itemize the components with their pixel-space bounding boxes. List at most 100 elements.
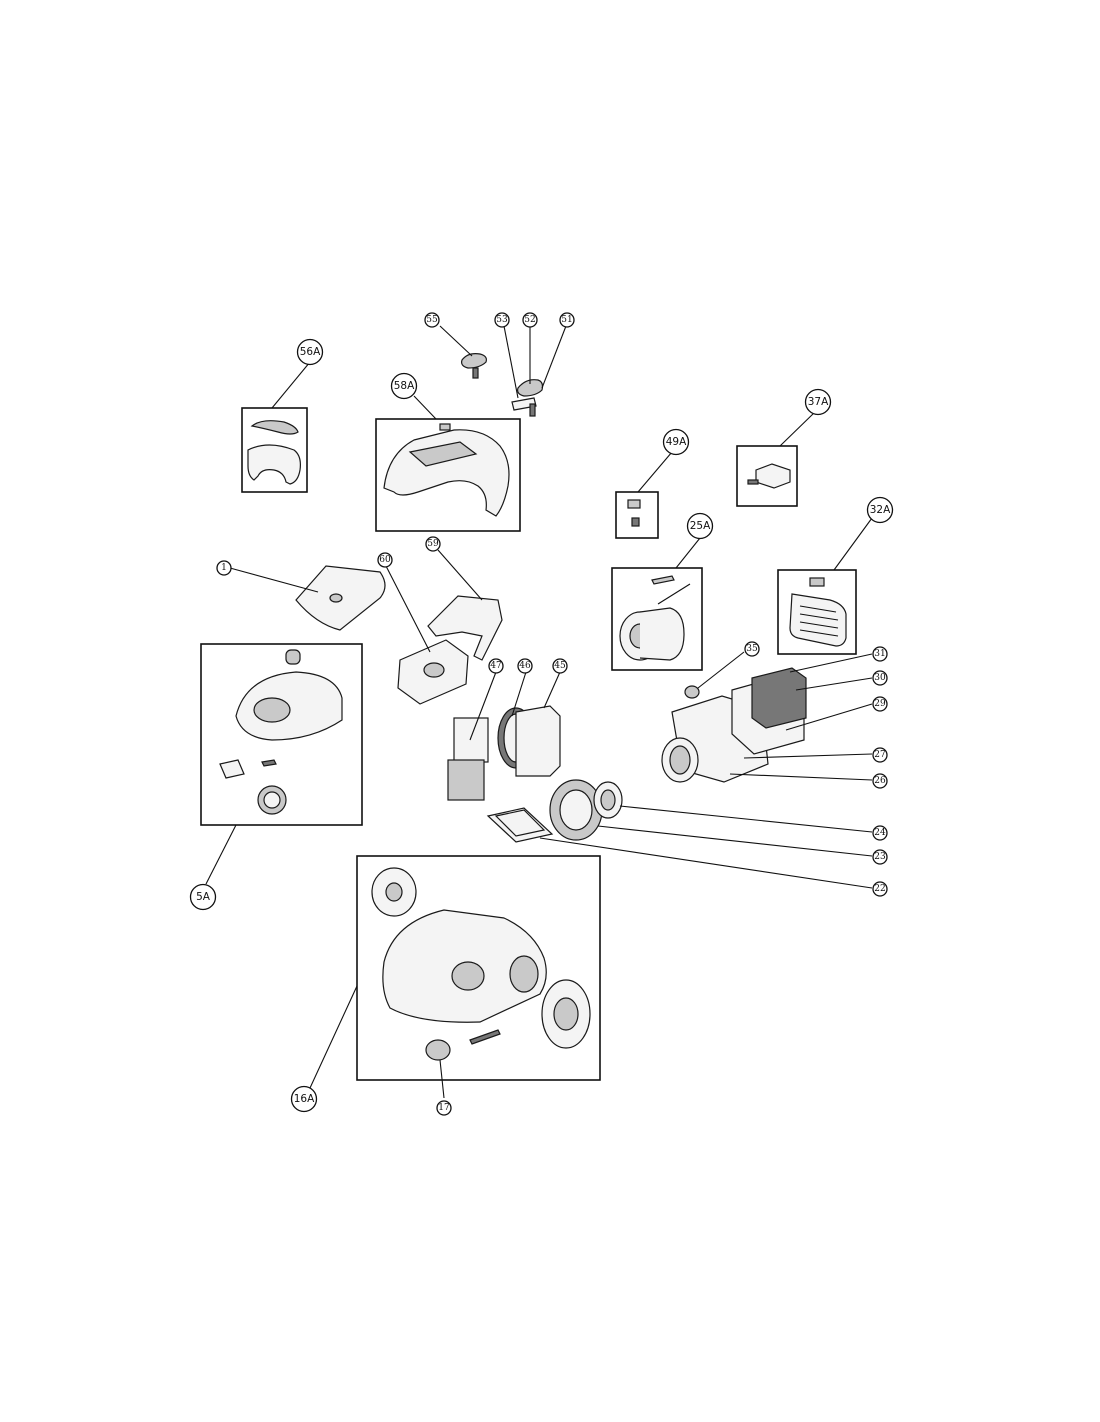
callout-circle xyxy=(552,658,568,674)
assembly-25A xyxy=(611,537,703,671)
spring-53-part xyxy=(529,403,536,417)
callout-24: 24 xyxy=(872,825,888,841)
assembly-37A xyxy=(736,411,816,507)
callout-circle xyxy=(377,552,393,568)
callout-60: 60 xyxy=(377,552,393,568)
button-52-part xyxy=(517,379,544,397)
leader-line-59 xyxy=(437,549,483,601)
callout-25A: 25A xyxy=(686,512,714,540)
button-parts xyxy=(439,325,567,417)
callout-1: 1 xyxy=(216,560,232,576)
cap-35-part xyxy=(684,685,700,699)
assembly-5A xyxy=(200,643,363,885)
base-cavity-part xyxy=(253,697,291,723)
part-1-group xyxy=(229,565,386,631)
callout-label: 29 xyxy=(874,699,886,709)
leader-line-53 xyxy=(503,325,519,399)
leader-line-56A xyxy=(271,361,311,409)
assembly-32A xyxy=(777,517,873,655)
part-59-group xyxy=(427,549,503,661)
callout-label: 17 xyxy=(438,1103,450,1113)
callout-circle xyxy=(522,312,538,328)
callout-label: 30 xyxy=(874,673,886,683)
callout-label: 16A xyxy=(294,1093,315,1105)
callout-label: 32A xyxy=(870,504,891,516)
motor-wire-part xyxy=(657,583,691,605)
leader-line-32A xyxy=(833,517,873,571)
callout-22: 22 xyxy=(872,881,888,897)
filter-31-part xyxy=(751,667,807,729)
callout-label: 27 xyxy=(874,750,886,760)
cap-23-inner xyxy=(559,789,593,831)
callout-label: 5A xyxy=(196,891,211,903)
callout-27: 27 xyxy=(872,747,888,763)
callout-46: 46 xyxy=(517,658,533,674)
base-ring-inner xyxy=(263,791,281,809)
part-46-45-group xyxy=(497,671,561,777)
callout-circle xyxy=(872,670,888,686)
leader-line-37A xyxy=(779,411,816,447)
frame-part xyxy=(427,595,503,661)
callout-circle xyxy=(390,372,418,400)
assembly-box-5A xyxy=(200,643,363,826)
callout-circle xyxy=(559,312,575,328)
callout-circle xyxy=(686,512,714,540)
cover-plate-hole xyxy=(329,593,343,603)
callout-label: 22 xyxy=(874,884,885,894)
callout-circle xyxy=(290,1085,318,1113)
callout-label: 58A xyxy=(394,380,415,392)
callout-label: 51 xyxy=(561,315,572,325)
assembly-56A xyxy=(241,361,311,493)
callout-label: 52 xyxy=(524,315,535,325)
assembly-box-25A xyxy=(611,567,703,671)
base-clip-part xyxy=(219,759,245,779)
callout-circle xyxy=(744,641,760,657)
callout-58A: 58A xyxy=(390,372,418,400)
filter-clip-32A xyxy=(809,577,825,587)
assembly-box-16A xyxy=(356,855,601,1081)
leader-line-46 xyxy=(511,671,527,717)
callout-circle xyxy=(189,883,217,911)
handle-grip-part xyxy=(250,420,299,435)
leader-line-47 xyxy=(469,671,497,741)
callout-label: 46 xyxy=(519,661,531,671)
callout-52: 52 xyxy=(522,312,538,328)
assembly-box-32A xyxy=(777,569,857,655)
housing-45-part xyxy=(515,705,561,777)
callout-35: 35 xyxy=(744,641,760,657)
callout-circle xyxy=(425,536,441,552)
callout-label: 26 xyxy=(874,776,886,786)
chassis-rear-wheel-hub xyxy=(553,997,579,1031)
chassis-side-wheel xyxy=(509,955,539,993)
assembly-49A xyxy=(615,451,673,539)
leader-line-25A xyxy=(675,537,701,569)
callout-circle xyxy=(296,338,324,366)
bag-holder-hole xyxy=(423,662,445,678)
leader-line-58A xyxy=(413,395,437,420)
callout-55: 55 xyxy=(424,312,440,328)
leader-line-24 xyxy=(619,805,873,833)
callout-49A: 49A xyxy=(662,428,690,456)
callout-51: 51 xyxy=(559,312,575,328)
callout-label: 55 xyxy=(426,315,438,325)
assembly-58A xyxy=(375,395,521,532)
callout-circle xyxy=(872,825,888,841)
base-spring-part xyxy=(261,759,277,767)
filter-frame-part xyxy=(447,759,485,801)
callout-16A: 16A xyxy=(290,1085,318,1113)
callout-circle xyxy=(872,881,888,897)
callout-circle xyxy=(436,1100,452,1116)
callout-label: 25A xyxy=(690,520,711,532)
spring-37A-part xyxy=(747,479,759,485)
callout-circle xyxy=(872,849,888,865)
leader-line-35 xyxy=(697,651,745,689)
leader-line-22 xyxy=(539,837,873,889)
callout-label: 56A xyxy=(300,346,321,358)
motor-housing-group xyxy=(661,651,873,783)
callout-circle xyxy=(872,646,888,662)
callout-label: 1 xyxy=(221,563,227,573)
callout-32A: 32A xyxy=(866,496,894,524)
motor-body-part xyxy=(639,607,685,661)
